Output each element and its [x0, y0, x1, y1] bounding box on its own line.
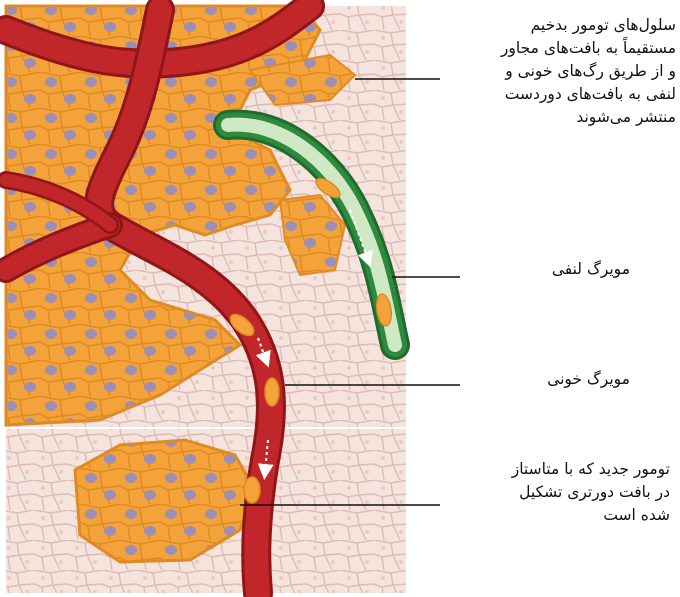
label-line: در بافت دورتری تشکیل: [430, 481, 670, 504]
tumor-cell-in-blood: [244, 477, 260, 503]
label-new-tumor: تومور جدید که با متاستاز در بافت دورتری …: [430, 458, 670, 527]
label-line: سلول‌های تومور بدخیم: [440, 14, 676, 37]
label-line: و از طریق رگ‌های خونی و: [440, 60, 676, 83]
label-line: منتشر می‌شوند: [440, 106, 676, 129]
label-line: شده است: [430, 504, 670, 527]
label-blood-capillary: مویرگ خونی: [520, 368, 630, 391]
label-lymph-capillary: مویرگ لنفی: [520, 258, 630, 281]
label-line: لنفی به بافت‌های دوردست: [440, 83, 676, 106]
label-tumor-spread: سلول‌های تومور بدخیم مستقیماً به بافت‌ها…: [440, 14, 676, 129]
tumor-cell-in-blood: [265, 378, 279, 406]
label-line: مستقیماً به بافت‌های مجاور: [440, 37, 676, 60]
label-line: تومور جدید که با متاستاز: [430, 458, 670, 481]
